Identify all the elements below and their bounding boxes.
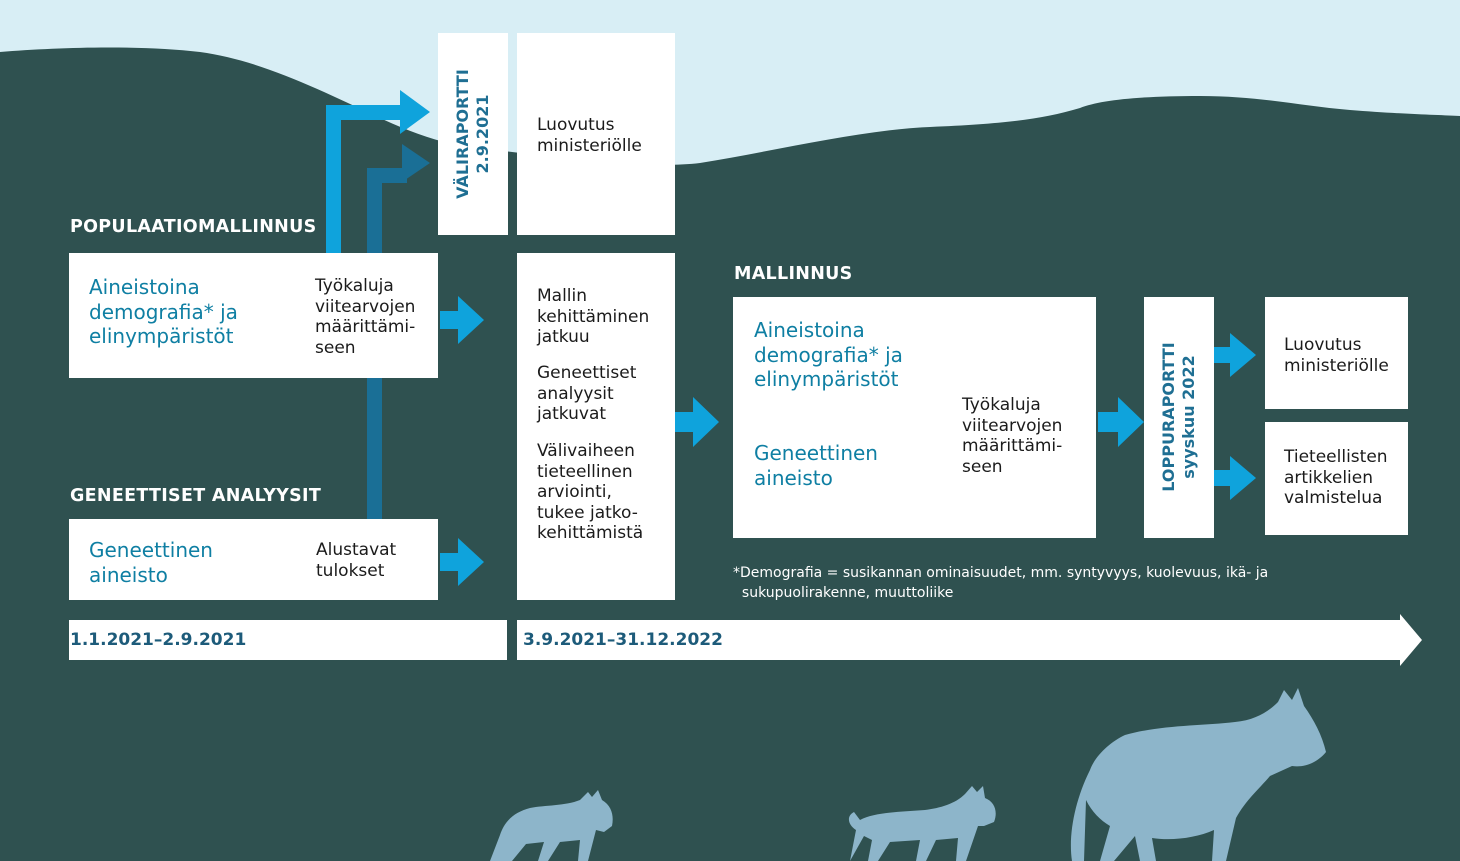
genetic-input-text: Geneettinen aineisto <box>89 538 213 587</box>
phase2-block2-text: Geneettiset analyysit jatkuvat <box>537 363 637 424</box>
timeline-bar-phase2 <box>517 614 1422 666</box>
phase2-box: Mallin kehittäminen jatkuu Geneettiset a… <box>517 253 675 600</box>
phase2-block1-text: Mallin kehittäminen jatkuu <box>537 286 650 347</box>
interim-report-box: VÄLIRAPORTTI 2.9.2021 <box>438 33 508 235</box>
population-input-text: Aineistoina demografia* ja elinympäristö… <box>89 275 238 348</box>
interim-report-label: VÄLIRAPORTTI 2.9.2021 <box>453 69 492 199</box>
modelling-box: Aineistoina demografia* ja elinympäristö… <box>733 297 1096 538</box>
final-report-box: LOPPURAPORTTI syyskuu 2022 <box>1144 297 1214 538</box>
wolf-icon <box>1070 688 1326 861</box>
date-range-phase1: 1.1.2021–2.9.2021 <box>70 630 247 650</box>
articles-text: Tieteellisten artikkelien valmistelua <box>1284 447 1388 508</box>
wolf-pup-icon <box>490 790 613 861</box>
modelling-output-text: Työkaluja viitearvojen määrittämi- seen <box>962 395 1063 477</box>
final-handover-text: Luovutus ministeriölle <box>1284 335 1389 376</box>
wolf-pup-icon <box>848 786 996 861</box>
population-output-text: Työkaluja viitearvojen määrittämi- seen <box>315 276 416 358</box>
section-heading-population: POPULAATIOMALLINNUS <box>70 217 317 237</box>
footnote: *Demografia = susikannan ominaisuudet, m… <box>733 565 1269 601</box>
genetic-box: Geneettinen aineisto Alustavat tulokset <box>69 519 438 600</box>
genetic-output-text: Alustavat tulokset <box>316 540 397 581</box>
final-handover-box: Luovutus ministeriölle <box>1265 297 1408 409</box>
articles-box: Tieteellisten artikkelien valmistelua <box>1265 422 1408 535</box>
modelling-input1-text: Aineistoina demografia* ja elinympäristö… <box>754 318 903 391</box>
final-report-label: LOPPURAPORTTI syyskuu 2022 <box>1159 342 1198 492</box>
timeline-bar-phase1 <box>69 620 507 660</box>
population-box: Aineistoina demografia* ja elinympäristö… <box>69 253 438 378</box>
interim-handover-box: Luovutus ministeriölle <box>517 33 675 235</box>
phase2-block3-text: Välivaiheen tieteellinen arviointi, tuke… <box>537 441 644 543</box>
section-heading-modelling: MALLINNUS <box>734 264 853 284</box>
section-heading-genetic: GENEETTISET ANALYYSIT <box>70 486 322 506</box>
interim-handover-text: Luovutus ministeriölle <box>537 115 642 156</box>
population-to-interim-connector <box>326 90 430 257</box>
modelling-input2-text: Geneettinen aineisto <box>754 441 878 490</box>
date-range-phase2: 3.9.2021–31.12.2022 <box>523 630 723 650</box>
